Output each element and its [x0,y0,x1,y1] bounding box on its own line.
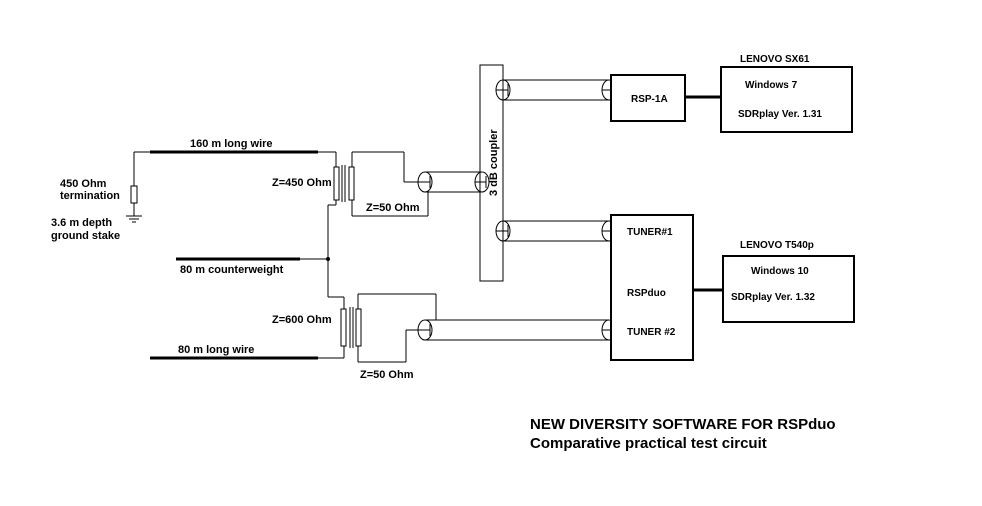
tuner1-label: TUNER#1 [627,227,673,238]
pc2-name: LENOVO T540p [740,240,814,251]
coupler-label: 3 dB coupler [488,129,500,196]
transformer-top-secondary-label: Z=50 Ohm [366,202,420,214]
pc1-os: Windows 7 [745,80,798,91]
ground-label-1: 3.6 m depth [51,217,112,229]
counterweight-label: 80 m counterweight [180,264,284,276]
wire-80m-label: 80 m long wire [178,344,254,356]
transformer-top [333,151,429,217]
wire-160m [133,150,337,186]
termination-label-2: termination [60,190,120,202]
coax-cable-2 [495,79,617,101]
coax-cable-4 [417,319,617,341]
coupler-block [479,64,504,282]
wire-160m-label: 160 m long wire [190,138,273,150]
tuner2-label: TUNER #2 [627,327,676,338]
pc1-name: LENOVO SX61 [740,54,810,65]
rspduo-box [610,214,694,361]
rsp1a-label: RSP-1A [631,94,668,105]
rspduo-label: RSPduo [627,288,666,299]
transformer-bottom-primary-label: Z=600 Ohm [272,314,332,326]
wire-80m [150,346,345,360]
ground-label-2: ground stake [51,230,120,242]
termination-resistor [130,185,138,216]
caption-title: NEW DIVERSITY SOFTWARE FOR RSPduo [530,416,836,433]
caption-subtitle: Comparative practical test circuit [530,435,767,452]
transformer-bottom-secondary-label: Z=50 Ohm [360,369,414,381]
pc2-box [722,255,855,323]
pc2-software: SDRplay Ver. 1.32 [731,292,815,303]
pc1-software: SDRplay Ver. 1.31 [738,109,822,120]
termination-label-1: 450 Ohm [60,178,107,190]
coax-cable-1 [417,171,490,193]
counterweight-wire [176,200,345,309]
pc2-os: Windows 10 [751,266,809,277]
coax-cable-3 [495,220,617,242]
transformer-bottom [340,293,437,363]
pc1-box [720,66,853,133]
ground-icon [126,215,142,223]
transformer-top-primary-label: Z=450 Ohm [272,177,332,189]
